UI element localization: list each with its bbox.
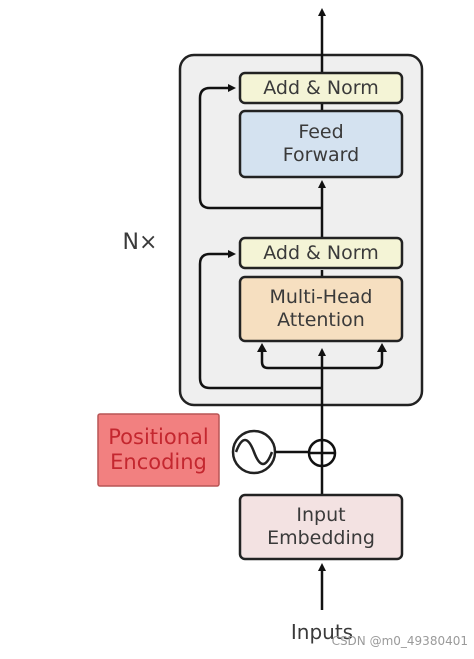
feed-forward-line-1: Feed xyxy=(298,121,344,144)
add-norm-bottom-text: Add & Norm xyxy=(263,241,379,264)
positional-encoding-line-1: Positional xyxy=(108,424,209,449)
attention-residual-line xyxy=(198,250,322,390)
sine-wave-path xyxy=(234,438,274,466)
multi-head-attention-box xyxy=(238,275,404,343)
repeat-count-label: N× xyxy=(122,230,158,255)
multi-head-attention-line-2: Attention xyxy=(277,309,365,331)
input-embedding-label: Input Embedding xyxy=(240,495,402,559)
feed-forward-label: Feed Forward xyxy=(240,111,402,177)
inputs-label: Inputs xyxy=(290,620,354,644)
attention-fork-lines xyxy=(260,352,384,370)
positional-encoding-box xyxy=(97,413,220,487)
attention-fork-right-head xyxy=(377,343,387,352)
feed-forward-line-2: Forward xyxy=(282,144,360,166)
multi-head-attention-label: Multi-Head Attention xyxy=(240,277,402,341)
input-embedding-box xyxy=(238,493,404,561)
feed-forward-box xyxy=(238,109,404,179)
input-embedding-line-1: Input xyxy=(296,504,346,527)
add-norm-top-box xyxy=(238,71,404,105)
add-norm-top-label: Add & Norm xyxy=(240,73,402,103)
watermark: CSDN @m0_49380401 xyxy=(331,634,468,648)
encoder-block xyxy=(178,53,424,407)
add-norm-top-text: Add & Norm xyxy=(263,76,379,99)
add-norm-bottom-box xyxy=(238,236,404,270)
positional-encoding-line-2: Encoding xyxy=(110,450,207,474)
multi-head-attention-line-1: Multi-Head xyxy=(269,286,373,309)
input-embedding-line-2: Embedding xyxy=(267,527,375,549)
positional-encoding-label: Positional Encoding xyxy=(98,414,219,486)
feedforward-residual-line xyxy=(198,84,322,210)
add-norm-bottom-label: Add & Norm xyxy=(240,238,402,268)
attention-fork-left-head xyxy=(257,343,267,352)
